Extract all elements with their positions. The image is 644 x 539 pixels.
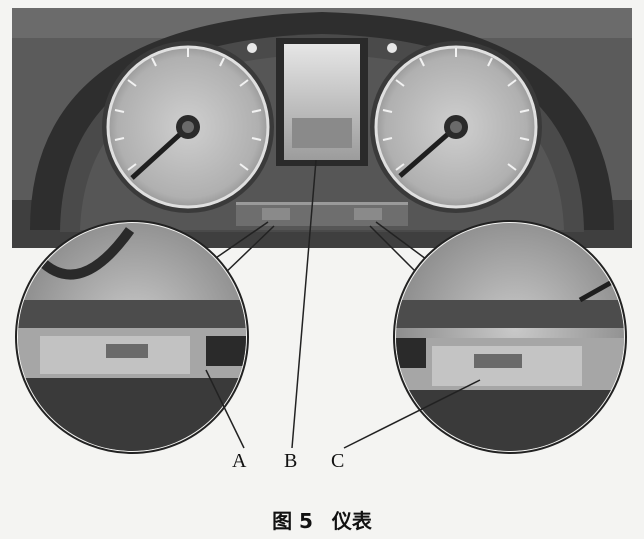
figure-caption: 图 5 仪表 bbox=[0, 505, 644, 534]
zoom-detail-right bbox=[393, 220, 627, 454]
button-strip bbox=[236, 202, 408, 226]
speedometer-dial bbox=[102, 41, 274, 213]
tachometer-dial bbox=[370, 41, 542, 213]
label-leaders bbox=[205, 369, 481, 449]
instrument-cluster-photo bbox=[12, 8, 632, 454]
callout-label-a: A bbox=[232, 450, 247, 472]
speedometer-needle bbox=[130, 125, 190, 180]
center-display bbox=[276, 38, 368, 166]
callout-lines bbox=[209, 159, 431, 449]
indicator-lights bbox=[247, 43, 397, 53]
figure-number: 图 5 bbox=[272, 509, 313, 533]
tachometer-needle bbox=[398, 125, 458, 178]
callout-label-b: B bbox=[284, 450, 298, 472]
zoom-detail-left bbox=[15, 220, 249, 454]
callout-label-c: C bbox=[331, 450, 345, 472]
figure-title: 仪表 bbox=[331, 509, 372, 533]
